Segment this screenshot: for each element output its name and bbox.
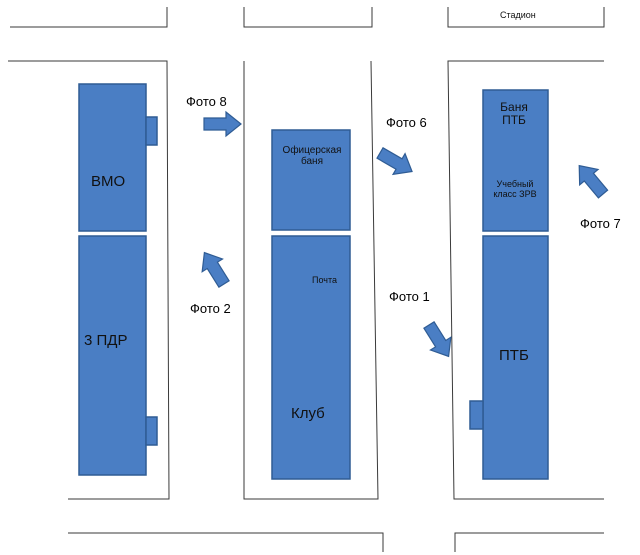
- building-3pdr-annex: [145, 416, 158, 446]
- buildings: [78, 83, 549, 480]
- center-block-outline: [243, 60, 379, 500]
- post-office-label: Почта: [312, 275, 337, 285]
- building-bath-ptb: [482, 89, 549, 232]
- training-class-label: Учебный класс ЗРВ: [493, 179, 537, 199]
- building-ptb: [482, 235, 549, 480]
- bath-ptb-label: Баня ПТБ: [500, 100, 528, 128]
- photo-7-label: Фото 7: [580, 216, 621, 231]
- stadium-label: Стадион: [500, 10, 536, 20]
- right-block-outline: [447, 60, 604, 500]
- bottom-left-road-outline: [68, 532, 384, 552]
- building-ptb-annex: [469, 400, 484, 430]
- top-left-block-outline: [10, 7, 168, 28]
- pdr-label: 3 ПДР: [84, 332, 128, 349]
- photo-2-label: Фото 2: [190, 301, 231, 316]
- photo-6-label: Фото 6: [386, 115, 427, 130]
- photo-1-label: Фото 1: [389, 289, 430, 304]
- arrow-icon: [203, 110, 242, 138]
- club-label: Клуб: [291, 405, 325, 422]
- bottom-right-road-outline: [454, 532, 604, 552]
- left-block-outline: [8, 60, 170, 500]
- building-vmo-annex: [145, 116, 158, 146]
- arrow-icon: [201, 251, 230, 289]
- photo-8-label: Фото 8: [186, 94, 227, 109]
- top-center-block-outline: [243, 7, 373, 28]
- ptb-label: ПТБ: [499, 347, 529, 364]
- building-club: [271, 235, 351, 480]
- arrow-icon: [423, 320, 452, 358]
- vmo-label: ВМО: [91, 173, 126, 190]
- building-vmo: [78, 83, 147, 232]
- officer-bath-label: Офицерская баня: [282, 145, 342, 167]
- top-right-block-outline: [447, 7, 605, 28]
- building-officer-bath: [271, 129, 351, 231]
- arrow-icon: [376, 146, 413, 176]
- building-3pdr: [78, 235, 147, 476]
- arrow-icon: [578, 164, 609, 199]
- photo-arrows: [201, 110, 609, 358]
- block-outlines: [8, 7, 605, 552]
